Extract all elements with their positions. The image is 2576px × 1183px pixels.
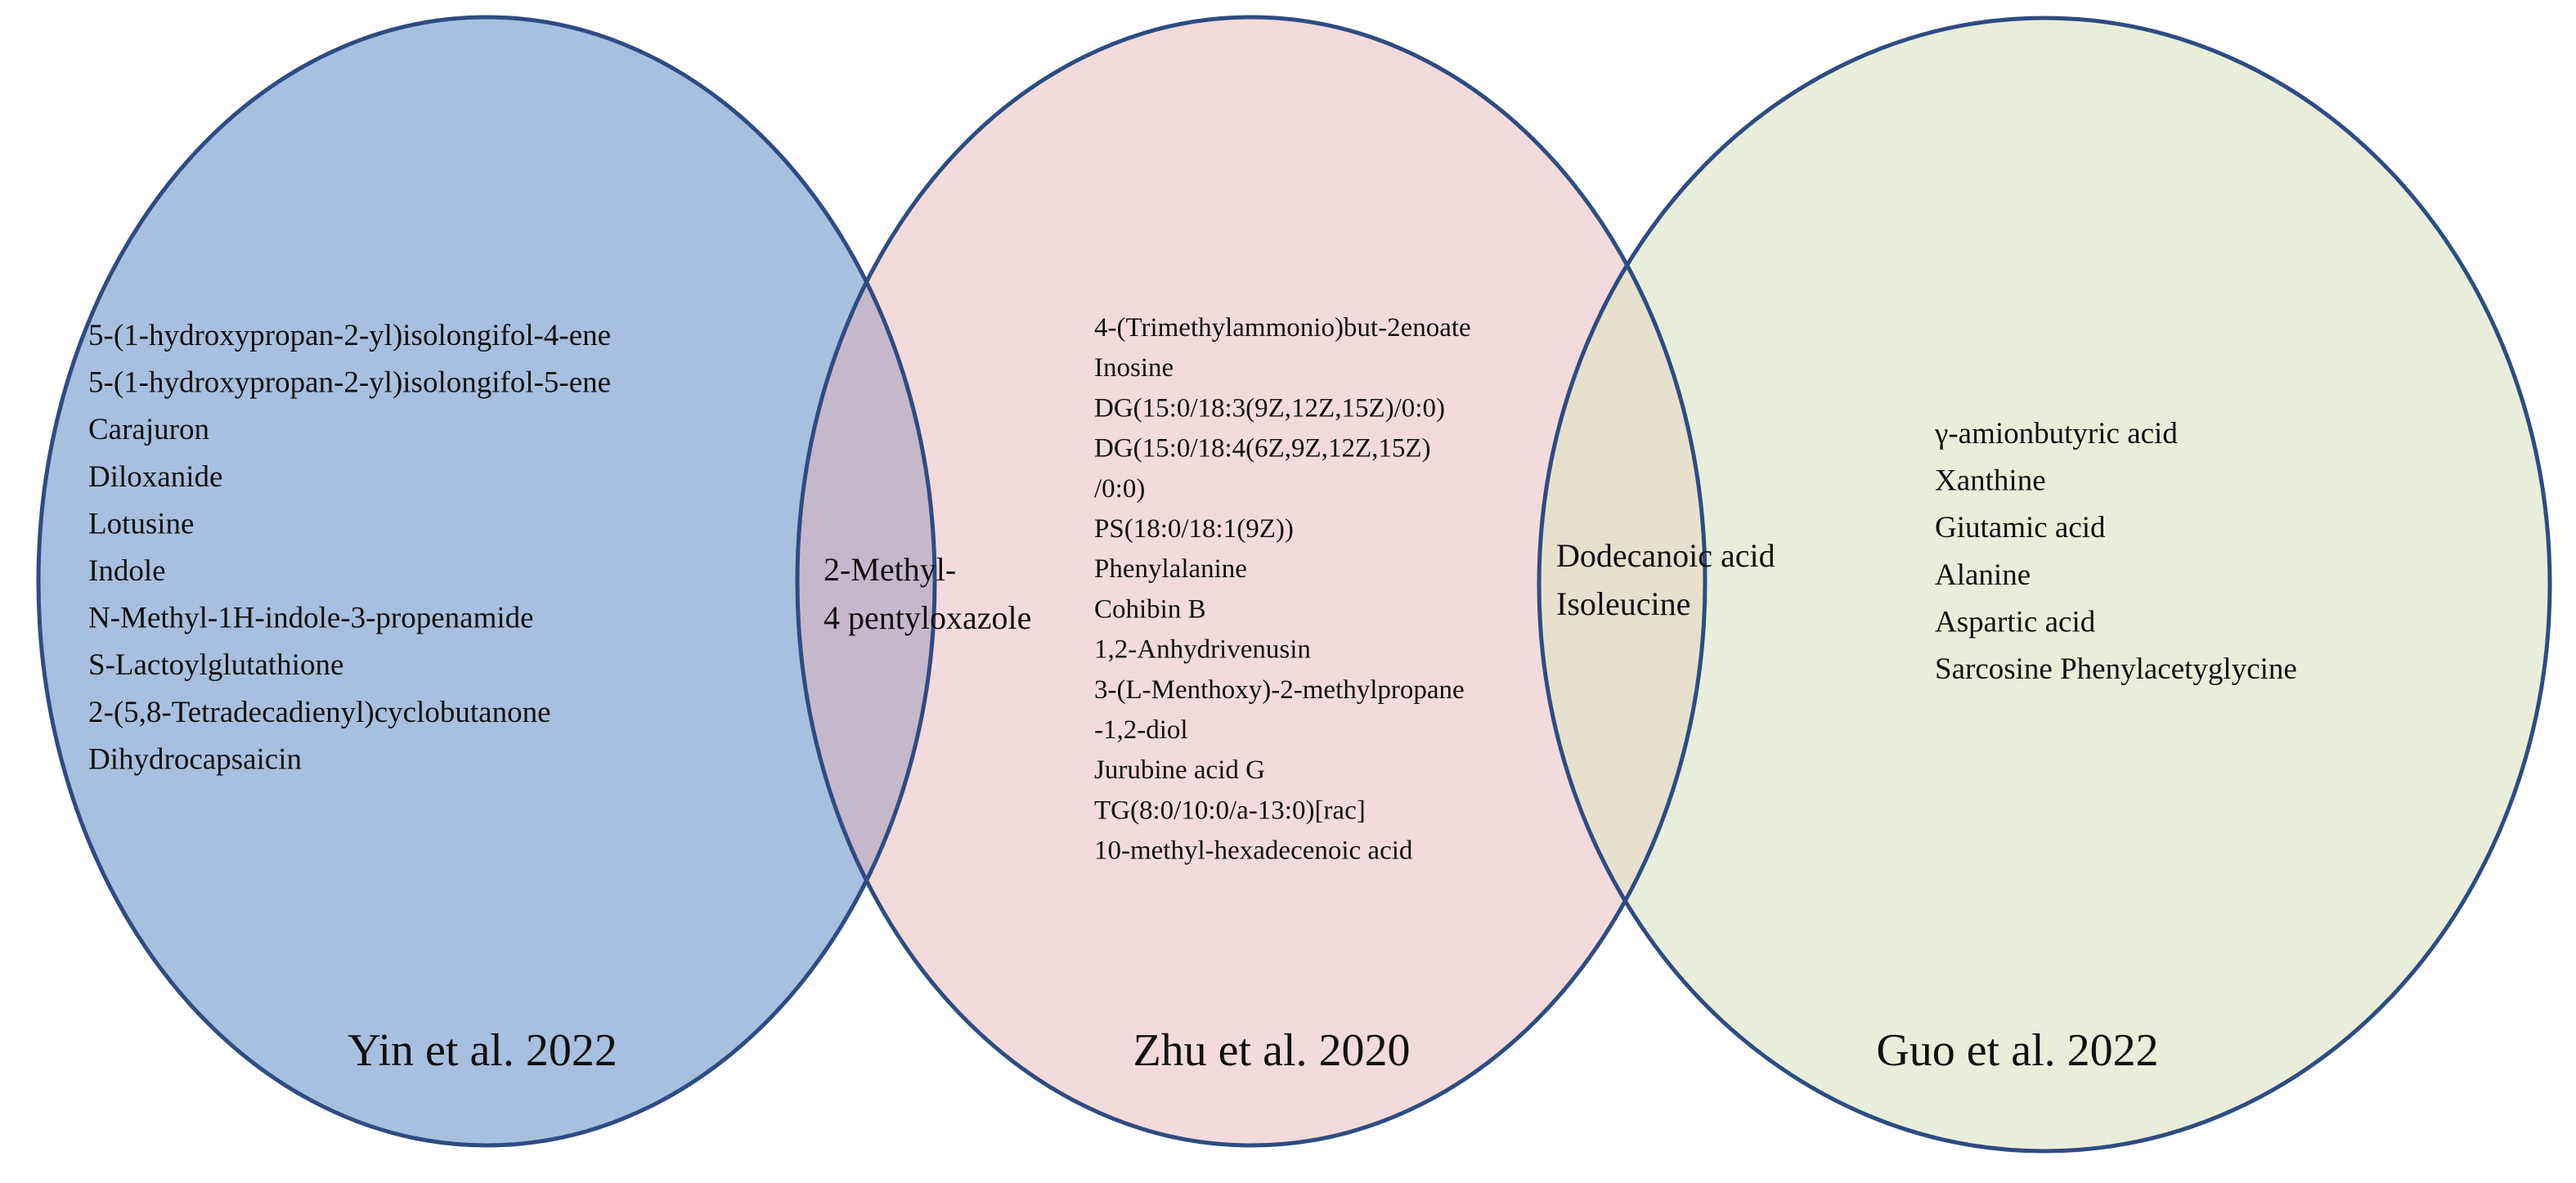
set-label-left: Yin et al. 2022 bbox=[348, 1025, 617, 1076]
list-item: DG(15:0/18:3(9Z,12Z,15Z)/0:0) bbox=[1094, 393, 1445, 423]
list-item: Dodecanoic acid bbox=[1556, 537, 1775, 574]
list-item: Aspartic acid bbox=[1935, 605, 2096, 639]
set-items-middle: 4-(Trimethylammonio)but-2enoate Inosine … bbox=[1094, 313, 1478, 866]
list-item: N-Methyl-1H-indole-3-propenamide bbox=[88, 602, 534, 635]
set-circle-left bbox=[38, 17, 935, 1145]
list-item: 5-(1-hydroxypropan-2-yl)isolongifol-5-en… bbox=[88, 366, 611, 400]
list-item: /0:0) bbox=[1094, 474, 1145, 504]
list-item: Inosine bbox=[1094, 353, 1174, 383]
list-item: 4 pentyloxazole bbox=[824, 599, 1031, 636]
list-item: 5-(1-hydroxypropan-2-yl)isolongifol-4-en… bbox=[88, 319, 611, 352]
set-label-right: Guo et al. 2022 bbox=[1876, 1025, 2158, 1076]
list-item: Alanine bbox=[1935, 558, 2031, 592]
list-item: Xanthine bbox=[1935, 464, 2046, 498]
set-outline-right bbox=[1537, 16, 2552, 1154]
set-outline-middle bbox=[795, 15, 1708, 1148]
list-item: 10-methyl-hexadecenoic acid bbox=[1094, 836, 1413, 866]
list-item: Carajuron bbox=[88, 413, 209, 446]
list-item: γ-amionbutyric acid bbox=[1934, 417, 2178, 450]
list-item: 2-Methyl- bbox=[824, 551, 956, 588]
list-item: S-Lactoylglutathione bbox=[88, 648, 343, 682]
list-item: 4-(Trimethylammonio)but-2enoate bbox=[1094, 313, 1471, 343]
list-item: Sarcosine Phenylacetyglycine bbox=[1935, 652, 2297, 686]
list-item: PS(18:0/18:1(9Z)) bbox=[1094, 514, 1294, 544]
overlap-items-left-middle: 2-Methyl- 4 pentyloxazole bbox=[824, 551, 1031, 636]
list-item: Isoleucine bbox=[1556, 585, 1690, 622]
list-item: 3-(L-Menthoxy)-2-methylpropane bbox=[1094, 675, 1465, 705]
list-item: Phenylalanine bbox=[1094, 554, 1247, 584]
list-item: TG(8:0/10:0/a-13:0)[rac] bbox=[1094, 795, 1366, 825]
set-label-middle: Zhu et al. 2020 bbox=[1133, 1025, 1410, 1076]
overlap-items-middle-right: Dodecanoic acid Isoleucine bbox=[1556, 537, 1784, 622]
list-item: Lotusine bbox=[88, 507, 194, 540]
list-item: DG(15:0/18:4(6Z,9Z,12Z,15Z) bbox=[1094, 434, 1431, 464]
list-item: 2-(5,8-Tetradecadienyl)cyclobutanone bbox=[88, 696, 551, 729]
set-items-left: 5-(1-hydroxypropan-2-yl)isolongifol-4-en… bbox=[88, 319, 618, 776]
list-item: 1,2-Anhydrivenusin bbox=[1094, 635, 1311, 665]
list-item: Jurubine acid G bbox=[1094, 755, 1265, 785]
list-item: Indole bbox=[88, 554, 166, 588]
list-item: Giutamic acid bbox=[1935, 511, 2106, 544]
set-circle-middle bbox=[797, 17, 1705, 1145]
set-circle-right bbox=[1539, 18, 2550, 1151]
set-outline-left bbox=[36, 15, 937, 1148]
list-item: Cohibin B bbox=[1094, 594, 1206, 624]
list-item: Dihydrocapsaicin bbox=[88, 742, 302, 776]
set-items-right: γ-amionbutyric acid Xanthine Giutamic ac… bbox=[1934, 417, 2297, 686]
list-item: Diloxanide bbox=[88, 460, 222, 494]
list-item: -1,2-diol bbox=[1094, 715, 1188, 745]
